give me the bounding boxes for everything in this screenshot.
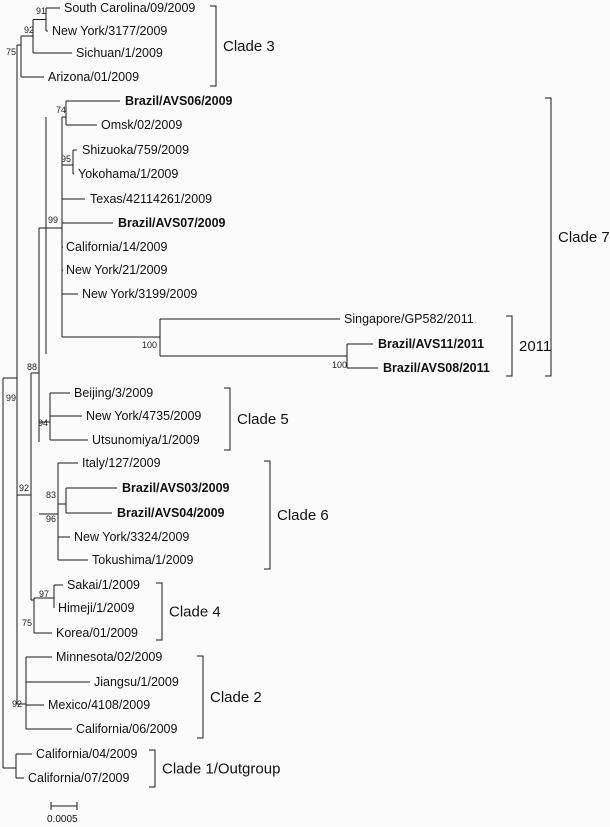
clade-bracket [156, 582, 163, 641]
clade-bracket [264, 460, 271, 570]
clade-label: Clade 6 [277, 507, 329, 524]
leaf-label-ny3199: New York/3199/2009 [82, 287, 197, 301]
leaf-label-ny3177: New York/3177/2009 [52, 24, 167, 38]
bootstrap-value: 74 [56, 105, 66, 115]
clade-label: Clade 3 [223, 38, 275, 55]
leaf-label-italy127: Italy/127/2009 [82, 456, 161, 470]
clade-bracket [149, 749, 156, 788]
leaf-label-utsunomiya1: Utsunomiya/1/2009 [92, 433, 200, 447]
leaf-label-jiangsu1: Jiangsu/1/2009 [94, 675, 179, 689]
leaf-label-brazil03: Brazil/AVS03/2009 [122, 481, 230, 495]
bootstrap-value: 91 [36, 6, 46, 16]
leaf-label-mexico4108: Mexico/4108/2009 [48, 698, 150, 712]
leaf-label-tokushima1: Tokushima/1/2009 [92, 553, 194, 567]
leaf-label-brazil07: Brazil/AVS07/2009 [118, 216, 226, 230]
bootstrap-value: 95 [61, 154, 71, 164]
clade-bracket [210, 5, 217, 87]
clade-bracket [197, 655, 204, 739]
bootstrap-value: 97 [39, 589, 49, 599]
clade-label: Clade 4 [169, 604, 221, 621]
leaf-label-himeji1: Himeji/1/2009 [58, 601, 134, 615]
leaf-label-calif04: California/04/2009 [36, 747, 138, 761]
leaf-label-yokohama1: Yokohama/1/2009 [78, 167, 178, 181]
clade-label: 2011 [519, 338, 551, 355]
bootstrap-value: 99 [6, 393, 16, 403]
leaf-label-sichuan1: Sichuan/1/2009 [76, 46, 163, 60]
leaf-label-singapore: Singapore/GP582/2011 [344, 312, 474, 326]
clade-label: Clade 5 [237, 411, 289, 428]
bootstrap-value: 75 [6, 47, 16, 57]
leaf-label-omsk02: Omsk/02/2009 [101, 118, 182, 132]
leaf-label-arizona01: Arizona/01/2009 [48, 70, 139, 84]
leaf-label-shizuoka759: Shizuoka/759/2009 [82, 143, 189, 157]
bootstrap-value: 100 [142, 340, 157, 350]
leaf-label-sakai1: Sakai/1/2009 [67, 578, 140, 592]
leaf-label-calif06: California/06/2009 [76, 722, 178, 736]
bootstrap-value: 88 [27, 362, 37, 372]
bootstrap-value: 83 [46, 490, 56, 500]
bootstrap-value: 99 [48, 215, 58, 225]
leaf-label-brazil04: Brazil/AVS04/2009 [117, 506, 225, 520]
clade-label: Clade 7 [558, 229, 610, 246]
bootstrap-value: 92 [19, 483, 29, 493]
leaf-label-ny4735: New York/4735/2009 [86, 409, 201, 423]
leaf-label-calif14: California/14/2009 [66, 240, 168, 254]
clade-label: Clade 1/Outgroup [162, 761, 280, 778]
clade-label: Clade 2 [210, 689, 262, 706]
clade-bracket [545, 97, 552, 377]
leaf-label-korea01: Korea/01/2009 [56, 626, 138, 640]
leaf-label-sc09: South Carolina/09/2009 [64, 1, 195, 15]
scale-bar-label: 0.0005 [47, 814, 78, 825]
bootstrap-value: 94 [38, 418, 48, 428]
leaf-label-beijing3: Beijing/3/2009 [74, 386, 153, 400]
leaf-label-brazil06: Brazil/AVS06/2009 [125, 94, 233, 108]
clade-bracket [506, 315, 513, 377]
leaf-label-texas: Texas/42114261/2009 [90, 192, 212, 206]
bootstrap-value: 92 [12, 699, 22, 709]
leaf-label-brazil11: Brazil/AVS11/2011 [378, 337, 484, 351]
bootstrap-value: 75 [22, 618, 32, 628]
leaf-label-brazil08: Brazil/AVS08/2011 [383, 361, 490, 375]
bootstrap-value: 100 [332, 360, 347, 370]
leaf-label-ny21: New York/21/2009 [66, 263, 168, 277]
bootstrap-value: 96 [46, 514, 56, 524]
leaf-label-calif07: California/07/2009 [28, 771, 130, 785]
bootstrap-value: 92 [24, 25, 34, 35]
clade-bracket [224, 387, 231, 451]
leaf-label-ny3324: New York/3324/2009 [74, 530, 189, 544]
leaf-label-minnesota02: Minnesota/02/2009 [56, 650, 162, 664]
